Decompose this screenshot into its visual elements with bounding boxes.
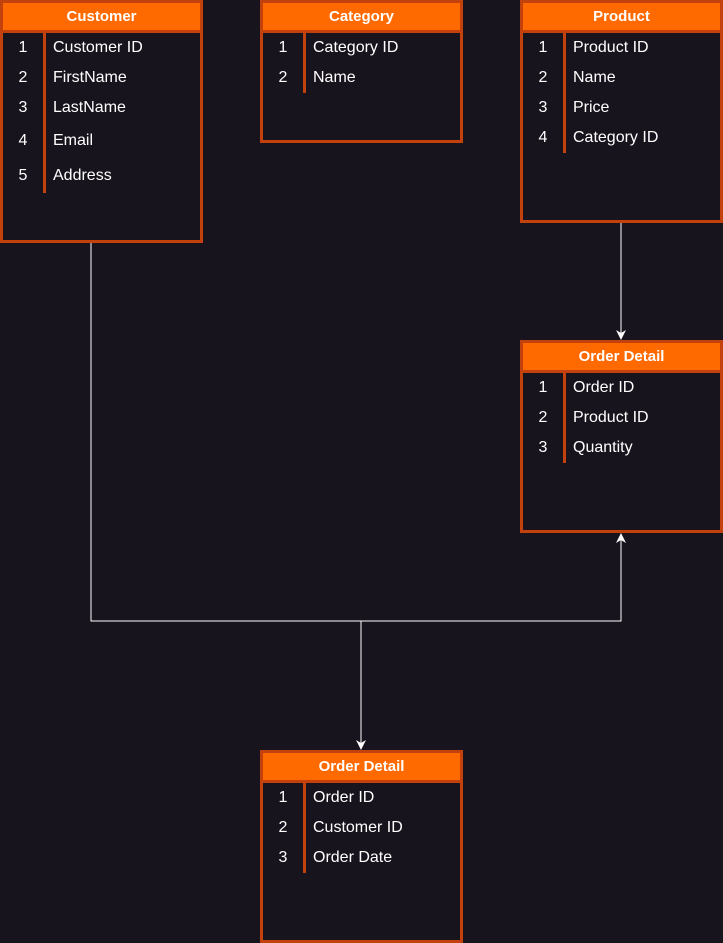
entity-order-detail-product[interactable]: Order Detail 1 Order ID 2 Product ID 3 Q…: [520, 340, 723, 533]
field-name: Price: [573, 99, 610, 116]
field-name: Product ID: [573, 39, 649, 56]
column-divider: [563, 33, 566, 153]
column-divider: [43, 33, 46, 193]
arrowhead-to-order-detail-bottom: [356, 740, 366, 750]
field-number: 4: [538, 129, 548, 146]
field-name: FirstName: [53, 69, 127, 86]
field-number: 1: [278, 39, 288, 56]
field-name: LastName: [53, 99, 126, 116]
entity-product[interactable]: Product 1 Product ID 2 Name 3 Price 4 Ca…: [520, 0, 723, 223]
arrowhead-product-to-order-detail: [616, 330, 626, 340]
column-divider: [563, 373, 566, 463]
field-number: 2: [278, 819, 288, 836]
field-name: Customer ID: [53, 39, 143, 56]
field-number: 3: [538, 99, 548, 116]
field-name: Category ID: [313, 39, 399, 56]
field-name: Email: [53, 131, 94, 149]
field-number: 3: [18, 99, 28, 116]
field-row[interactable]: 3 Quantity: [523, 433, 720, 463]
field-row[interactable]: 2 Name: [263, 63, 460, 93]
column-divider: [303, 33, 306, 93]
field-number: 1: [18, 39, 28, 56]
entity-category[interactable]: Category 1 Category ID 2 Name: [260, 0, 463, 143]
field-list: 1 Customer ID 2 FirstName 3 LastName 4 E…: [3, 33, 200, 193]
field-row[interactable]: 3 LastName: [3, 93, 200, 123]
field-row[interactable]: 1 Order ID: [263, 783, 460, 813]
field-name: Order ID: [313, 789, 375, 806]
field-row[interactable]: 2 Name: [523, 63, 720, 93]
field-number: 2: [18, 69, 28, 86]
field-row[interactable]: 4 Category ID: [523, 123, 720, 153]
field-name: Quantity: [573, 439, 633, 456]
field-number: 3: [538, 439, 548, 456]
field-name: Order ID: [573, 379, 635, 396]
field-row[interactable]: 4 Email: [3, 123, 200, 158]
field-list: 1 Category ID 2 Name: [263, 33, 460, 93]
entity-customer[interactable]: Customer 1 Customer ID 2 FirstName 3 Las…: [0, 0, 203, 243]
arrowhead-to-order-detail-right: [616, 533, 626, 543]
field-number: 3: [278, 849, 288, 866]
field-row[interactable]: 5 Address: [3, 158, 200, 193]
field-name: Name: [313, 69, 356, 86]
field-number: 2: [278, 69, 288, 86]
field-number: 5: [18, 166, 28, 184]
field-list: 1 Order ID 2 Customer ID 3 Order Date: [263, 783, 460, 873]
field-name: Product ID: [573, 409, 649, 426]
entity-title: Order Detail: [523, 343, 720, 373]
entity-title: Category: [263, 3, 460, 33]
field-row[interactable]: 2 Customer ID: [263, 813, 460, 843]
field-row[interactable]: 1 Customer ID: [3, 33, 200, 63]
field-row[interactable]: 2 FirstName: [3, 63, 200, 93]
field-number: 2: [538, 69, 548, 86]
field-row[interactable]: 3 Order Date: [263, 843, 460, 873]
field-name: Name: [573, 69, 616, 86]
column-divider: [303, 783, 306, 873]
entity-title: Customer: [3, 3, 200, 33]
field-number: 2: [538, 409, 548, 426]
field-number: 1: [538, 379, 548, 396]
field-name: Order Date: [313, 849, 393, 866]
field-number: 4: [18, 131, 28, 149]
field-row[interactable]: 1 Order ID: [523, 373, 720, 403]
entity-title: Order Detail: [263, 753, 460, 783]
field-row[interactable]: 1 Category ID: [263, 33, 460, 63]
field-name: Address: [53, 166, 112, 184]
entity-title: Product: [523, 3, 720, 33]
field-row[interactable]: 2 Product ID: [523, 403, 720, 433]
field-name: Category ID: [573, 129, 659, 146]
field-number: 1: [278, 789, 288, 806]
field-list: 1 Product ID 2 Name 3 Price 4 Category I…: [523, 33, 720, 153]
field-list: 1 Order ID 2 Product ID 3 Quantity: [523, 373, 720, 463]
entity-order-detail-customer[interactable]: Order Detail 1 Order ID 2 Customer ID 3 …: [260, 750, 463, 943]
field-row[interactable]: 3 Price: [523, 93, 720, 123]
field-name: Customer ID: [313, 819, 403, 836]
field-number: 1: [538, 39, 548, 56]
field-row[interactable]: 1 Product ID: [523, 33, 720, 63]
